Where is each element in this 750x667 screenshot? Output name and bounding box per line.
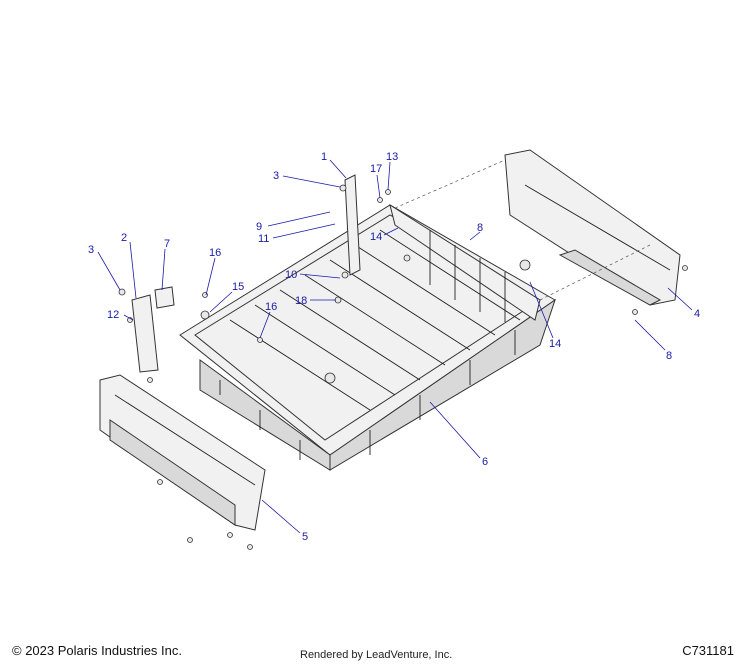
- callout-10: 10: [285, 269, 297, 281]
- callout-5: 5: [302, 531, 308, 543]
- callout-11: 11: [258, 233, 269, 245]
- fasteners: [118, 184, 688, 550]
- alignment-lines: [394, 159, 651, 301]
- rendered-by-credit: Rendered by LeadVenture, Inc.: [300, 649, 453, 661]
- callout-1: 1: [321, 151, 327, 163]
- callout-15: 15: [232, 281, 244, 293]
- callout-labels: 1 2 3 3 4 5 6 7 8 8 9 10 11 12 13 14 14 …: [88, 151, 700, 543]
- callout-3-upper: 3: [273, 170, 279, 182]
- left-front-panel: [99, 374, 266, 531]
- callout-7: 7: [164, 238, 170, 250]
- callout-17: 17: [370, 163, 382, 175]
- callout-16-upper: 16: [209, 247, 221, 259]
- callout-14-right: 14: [549, 338, 561, 350]
- callout-8-upper: 8: [477, 222, 483, 234]
- bracket-2: [131, 294, 159, 373]
- callout-12: 12: [107, 309, 119, 321]
- bracket-1: [344, 174, 361, 276]
- callout-6: 6: [482, 456, 488, 468]
- callout-18: 18: [295, 295, 307, 307]
- copyright-notice: © 2023 Polaris Industries Inc.: [12, 643, 182, 658]
- callout-9: 9: [256, 221, 262, 233]
- bracket-7: [154, 286, 175, 309]
- callout-14-upper: 14: [370, 231, 382, 243]
- callout-8-right: 8: [666, 350, 672, 362]
- leader-lines: [97, 159, 693, 534]
- callout-16-lower: 16: [265, 301, 277, 313]
- right-side-panel: [504, 149, 681, 306]
- callout-4: 4: [694, 308, 700, 320]
- callout-3-left: 3: [88, 244, 94, 256]
- callout-13: 13: [386, 151, 398, 163]
- cargo-box-tub: [179, 203, 556, 471]
- diagram-part-code: C731181: [682, 643, 734, 658]
- callout-2: 2: [121, 232, 127, 244]
